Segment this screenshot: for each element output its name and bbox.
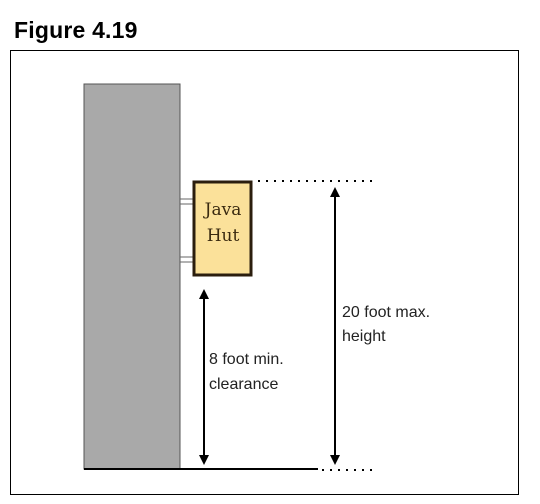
height-label-line1: 20 foot max. xyxy=(342,304,430,321)
java-hut-sign xyxy=(192,180,253,277)
figure-title: Figure 4.19 xyxy=(14,17,138,43)
clearance-label-line1: 8 foot min. xyxy=(209,351,284,368)
sign-text-line2: Hut xyxy=(207,226,240,246)
building-wall xyxy=(83,83,181,470)
sign-text-line1: Java xyxy=(203,200,242,220)
sign-bracket-bottom xyxy=(180,256,193,263)
clearance-label-line2: clearance xyxy=(209,376,278,393)
figure-frame xyxy=(10,50,519,495)
height-label-line2: height xyxy=(342,328,386,345)
sign-bracket-top xyxy=(180,198,193,205)
